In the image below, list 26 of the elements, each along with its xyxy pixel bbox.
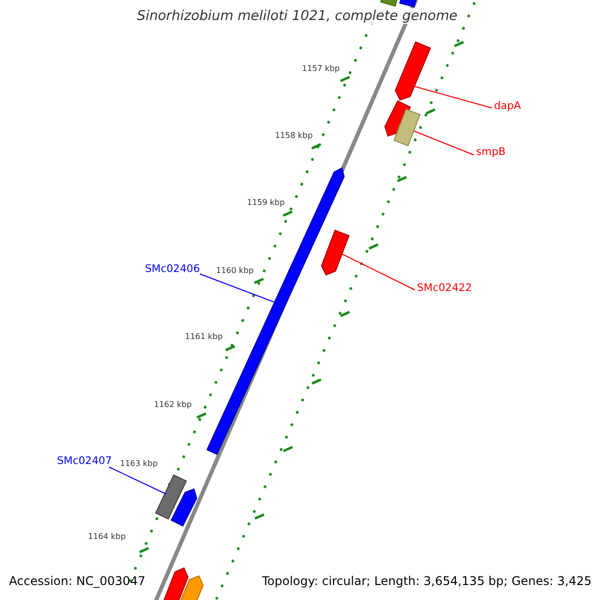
tick-label: 1161 kbp bbox=[185, 332, 223, 342]
map-info-text: Accession: NC_003047 bbox=[9, 574, 146, 588]
leader-line bbox=[412, 86, 492, 108]
gene-label: SMc02406 bbox=[145, 263, 200, 276]
tick-label: 1160 kbp bbox=[216, 266, 254, 276]
gene-feature bbox=[155, 474, 187, 520]
leader-line bbox=[200, 274, 274, 302]
gene-label: dapA bbox=[494, 100, 521, 113]
gene-label: SMc02407 bbox=[57, 455, 112, 468]
gene-label: smpB bbox=[476, 146, 506, 159]
tick-label: 1164 kbp bbox=[88, 532, 126, 542]
leader-line bbox=[108, 466, 166, 494]
leader-line bbox=[342, 254, 416, 290]
map-info-text: Topology: circular; Length: 3,654,135 bp; Genes: 3,425 bbox=[262, 574, 592, 588]
gene-feature bbox=[393, 108, 421, 146]
leader-line bbox=[414, 130, 474, 156]
gene-feature bbox=[206, 167, 345, 455]
tick-label: 1163 kbp bbox=[120, 459, 158, 469]
gene-feature bbox=[394, 41, 432, 101]
tick-label: 1158 kbp bbox=[275, 131, 313, 141]
tick-label: 1159 kbp bbox=[247, 198, 285, 208]
map-title: Sinorhizobium meliloti 1021, complete genome bbox=[137, 8, 458, 24]
tick-label: 1157 kbp bbox=[302, 64, 340, 74]
gene-label: SMc02422 bbox=[417, 282, 472, 295]
gene-feature bbox=[320, 230, 350, 276]
tick-label: 1162 kbp bbox=[154, 400, 192, 410]
